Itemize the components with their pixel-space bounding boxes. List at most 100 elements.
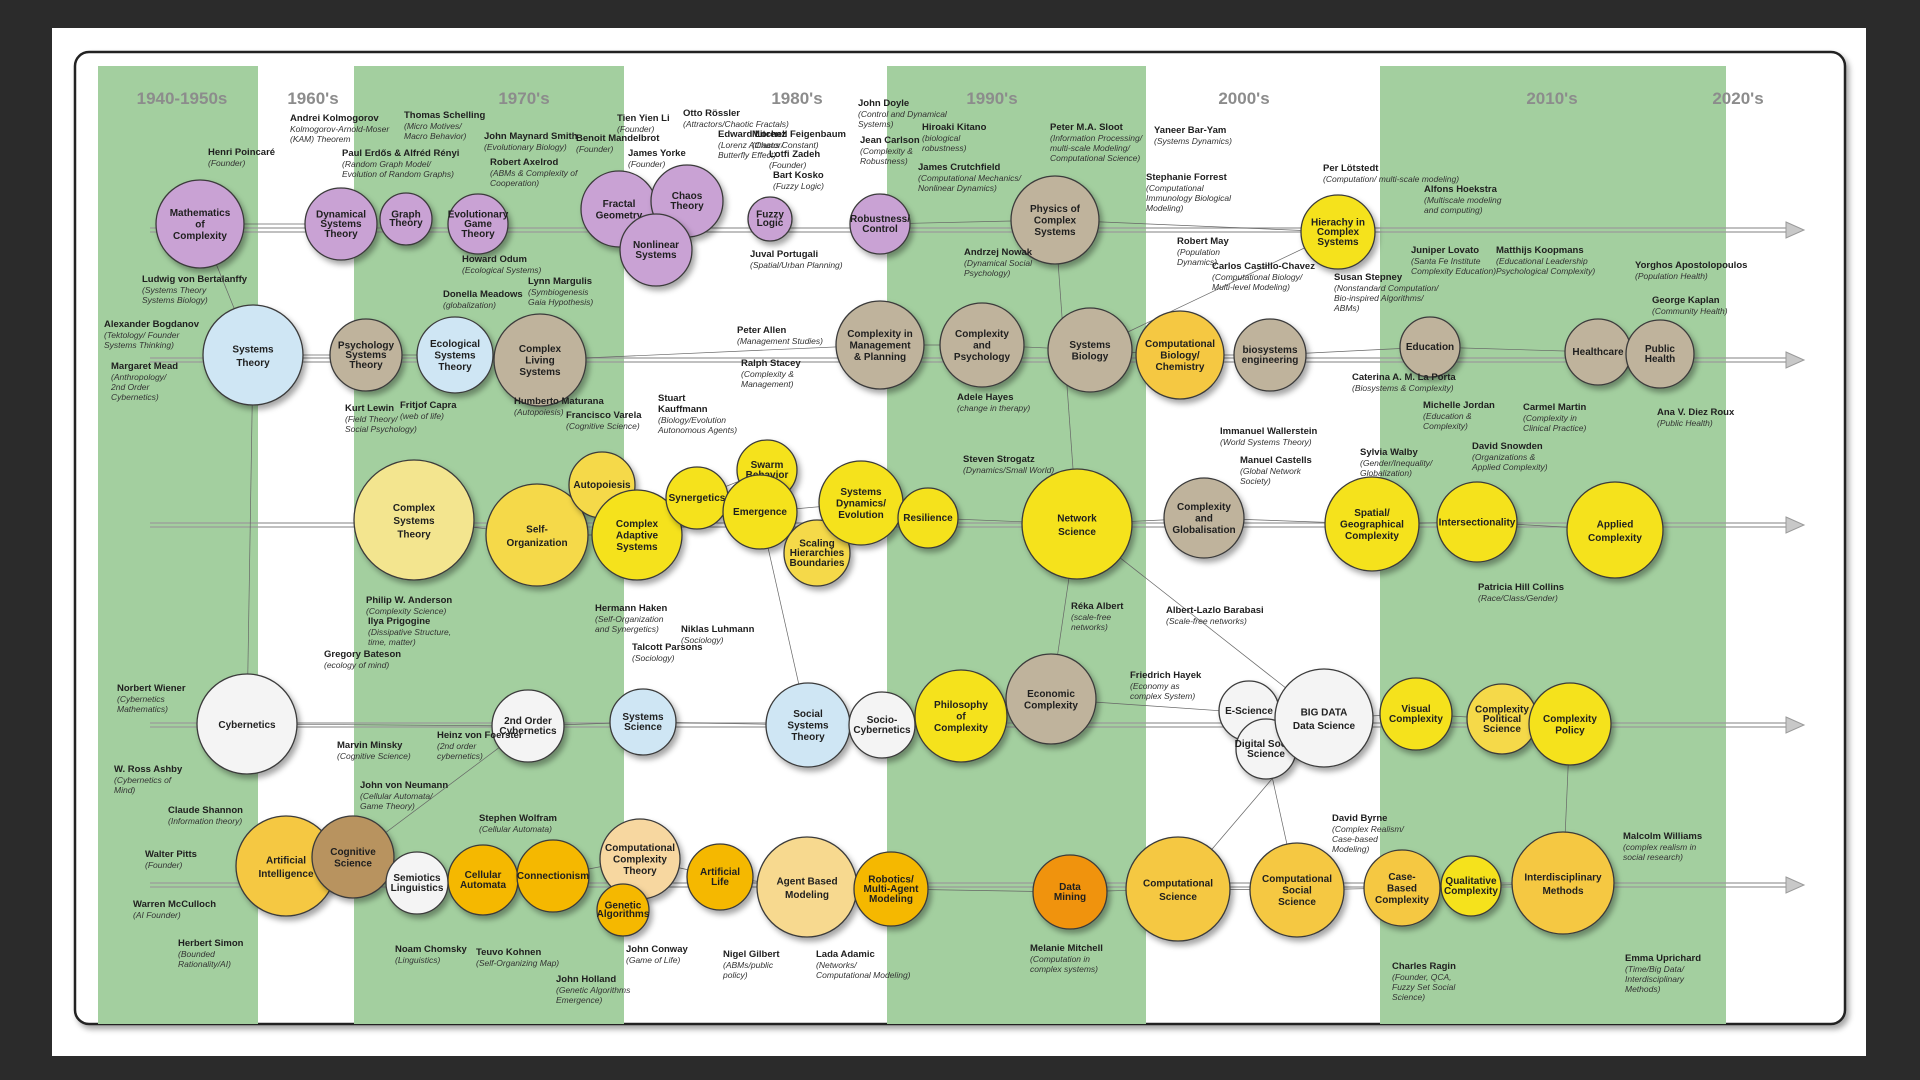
- person-description: (Community Health): [1652, 306, 1728, 316]
- field-node-selforg[interactable]: Self-Organization: [485, 483, 589, 587]
- person-annotation-p47: George Kaplan(Community Health): [1652, 295, 1728, 316]
- person-annotation-p55: Immanuel Wallerstein(World Systems Theor…: [1220, 426, 1318, 447]
- person-name: John Holland: [556, 974, 616, 985]
- person-annotation-p54: Steven Strogatz(Dynamics/Small World): [963, 454, 1054, 475]
- field-node-inters[interactable]: Intersectionality: [1436, 481, 1518, 563]
- field-node-emerg[interactable]: Emergence: [722, 474, 798, 550]
- person-annotation-p35: Ralph Stacey(Complexity &Management): [741, 358, 801, 389]
- field-node-resil[interactable]: Resilience: [897, 487, 959, 549]
- person-annotation-p39: Carlos Castillo-Chavez(Computational Bio…: [1212, 261, 1315, 292]
- field-node-circle: [493, 313, 587, 407]
- person-annotation-p84: Charles Ragin(Founder, QCA,Fuzzy Set Soc…: [1392, 961, 1456, 1002]
- field-node-cyber[interactable]: Cybernetics: [196, 673, 298, 775]
- field-node-edu[interactable]: Education: [1399, 316, 1461, 378]
- person-annotation-p31: Fritjof Capra(web of life): [400, 400, 457, 421]
- field-node-circle: [416, 316, 494, 394]
- person-annotation-p34: Peter Allen(Management Studies): [737, 325, 823, 346]
- field-node-circle: [939, 302, 1025, 388]
- person-annotation-p61: Patricia Hill Collins(Race/Class/Gender): [1478, 582, 1564, 603]
- field-node-robust[interactable]: Robustness/Control: [849, 193, 911, 255]
- person-annotation-p20: Yaneer Bar-Yam(Systems Dynamics): [1154, 125, 1232, 146]
- person-name: John von Neumann: [360, 780, 448, 791]
- person-name: Benoit Mandelbrot: [576, 133, 660, 144]
- field-node-connect[interactable]: Connectionism: [516, 839, 590, 913]
- person-name: Per Lötstedt: [1323, 163, 1379, 174]
- person-annotation-p40: Susan Stepney(Nonstandard Computation/Bi…: [1333, 272, 1440, 313]
- person-annotation-p77: Teuvo Kohnen(Self-Organizing Map): [476, 947, 559, 968]
- field-node-health[interactable]: Healthcare: [1564, 318, 1632, 386]
- field-node-circle: [1233, 318, 1307, 392]
- field-node-sociocy[interactable]: Socio-Cybernetics: [848, 691, 916, 759]
- person-annotation-p43: Matthijs Koopmans(Educational Leadership…: [1496, 245, 1595, 276]
- field-node-synerg[interactable]: Synergetics: [665, 466, 729, 530]
- person-description: (Networks/Computational Modeling): [816, 960, 911, 980]
- person-name: John Maynard Smith: [484, 131, 578, 142]
- field-node-circle: [155, 179, 245, 269]
- person-name: Niklas Luhmann: [681, 624, 755, 635]
- person-name: Herbert Simon: [178, 938, 244, 949]
